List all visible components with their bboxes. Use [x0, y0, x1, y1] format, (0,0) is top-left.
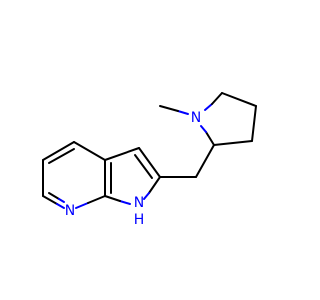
- bond-c6-n: [42, 195, 58, 205]
- bond-c6-n-double: [48, 192, 60, 200]
- bond-c3a-c4: [73, 141, 106, 161]
- bond-c6-n-b: [56, 203, 65, 209]
- atom-n-pyridine: N: [65, 203, 75, 219]
- background: [0, 0, 300, 300]
- bond-n1-c7a: [119, 200, 131, 205]
- bond-n1-c7a-b: [104, 195, 121, 202]
- molecule-structure: N N H N: [0, 0, 300, 300]
- bond-c4-c5-double: [48, 148, 75, 164]
- bond-n-c7a: [75, 202, 89, 209]
- bond-c5prime-c4prime: [221, 92, 257, 107]
- atom-n-pyrrole: N: [134, 195, 144, 211]
- bond-n-c7a-b: [87, 195, 106, 204]
- bond-c4-c5: [42, 141, 75, 161]
- bond-c4prime-c3prime: [251, 105, 257, 142]
- bond-c2-n1: [148, 176, 161, 194]
- atom-h-pyrrole: H: [134, 212, 145, 228]
- bond-ch2-c2prime: [195, 144, 215, 178]
- bond-n-c5prime-b: [211, 92, 223, 105]
- bond-c2prime-n-b: [200, 125, 207, 133]
- pyridine-ring: [42, 141, 112, 209]
- pyrrole-ring: [104, 147, 161, 205]
- bond-n-methyl-b: [159, 105, 179, 112]
- pyrrolidine-ring: [200, 92, 257, 146]
- bond-c3a-c3: [104, 147, 140, 161]
- bond-c3-c2: [138, 147, 161, 178]
- bond-n-methyl: [177, 110, 189, 115]
- bond-c6-n-double-b: [58, 198, 65, 203]
- atom-n-pyrrolidine: N: [191, 110, 201, 126]
- molecule-canvas: N N H N: [0, 0, 300, 300]
- bond-c3prime-c2prime: [213, 140, 253, 146]
- bond-c2prime-n: [205, 131, 215, 146]
- bond-n-c5prime: [204, 103, 213, 111]
- bond-c2-n1-b: [143, 192, 150, 200]
- bond-c3-c2-double: [134, 154, 153, 179]
